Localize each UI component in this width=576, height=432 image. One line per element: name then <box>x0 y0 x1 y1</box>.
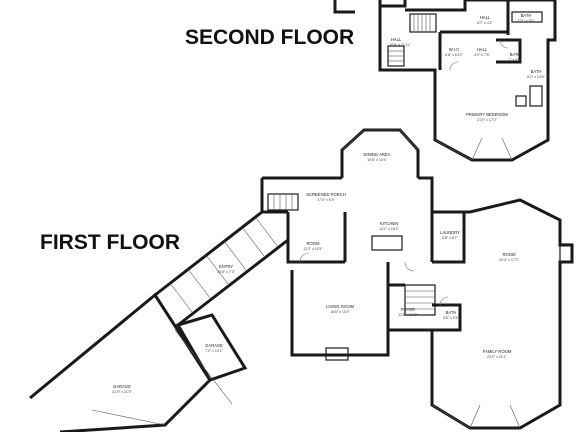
room-label: BATH <box>531 69 542 74</box>
room-label: ENTRY <box>219 264 233 269</box>
room-dimensions: 7'2" x 13'1" <box>205 349 223 353</box>
room-dimensions: 11'3" x 11'5" <box>303 247 323 251</box>
wall <box>433 78 550 162</box>
wall <box>380 0 407 8</box>
wall <box>260 178 288 214</box>
wall <box>290 262 390 357</box>
door-swing <box>449 61 459 71</box>
room-label: LAUNDRY <box>440 230 460 235</box>
wall <box>378 6 437 78</box>
room-dimensions: 13'1" x 16'2" <box>379 227 399 231</box>
room-label: PRIMARY BEDROOM <box>466 112 508 117</box>
room-dimensions: 6'8" x 6'10" <box>445 53 463 57</box>
wall <box>286 212 345 264</box>
wall <box>418 176 434 262</box>
room-dimensions: 5'8" x 5'6" <box>443 316 459 320</box>
room-label: FAMILY ROOM <box>483 349 512 354</box>
room-label: HALL <box>477 47 488 52</box>
wall <box>177 238 289 327</box>
first-floor-plan <box>29 128 574 432</box>
fireplace <box>559 243 573 263</box>
room-dimensions: 7'11" x 5'0" <box>517 19 535 23</box>
door-swing <box>499 39 509 49</box>
fireplace <box>325 347 349 361</box>
room-label: DINING AREA <box>364 152 391 157</box>
room-label: HALL <box>391 37 402 42</box>
door-swing <box>439 296 449 306</box>
kitchen-island <box>371 235 403 251</box>
room-dimensions: 10'6" x 10'4" <box>367 158 387 162</box>
room-label: SCREENED PORCH <box>306 192 346 197</box>
room-dimensions: 23'0" x 21'1" <box>487 355 507 359</box>
first-floor-title: FIRST FLOOR <box>40 231 180 254</box>
second-floor-plan <box>333 0 557 162</box>
room-label: W.I.C <box>449 47 459 52</box>
room-dimensions: 12'8" x 10'9" <box>398 313 418 317</box>
wall <box>333 0 355 14</box>
wall <box>465 0 557 78</box>
wall <box>496 38 522 64</box>
wall <box>432 210 466 264</box>
room-dimensions: 21'0" x 17'2" <box>477 118 497 122</box>
room-label: BATH <box>446 310 457 315</box>
room-label: BATH <box>521 13 532 18</box>
room-dimensions: 4'3" x 7'6" <box>474 53 490 57</box>
foyer-stairs <box>404 284 436 316</box>
room-label: HALL <box>480 15 491 20</box>
room-label: FOYER <box>401 307 415 312</box>
room-label: GARAGE <box>205 343 223 348</box>
wall <box>29 292 212 432</box>
second-floor-title: SECOND FLOOR <box>185 26 354 49</box>
room-label: KITCHEN <box>380 221 398 226</box>
door-swing <box>299 252 310 263</box>
room-dimensions: 6'2" x 14'6" <box>527 75 545 79</box>
porch-stairs <box>267 193 299 211</box>
bathtub <box>511 11 543 23</box>
room-dimensions: 31'0" x 21'5" <box>112 390 132 394</box>
entry-ramp <box>154 210 289 327</box>
wall <box>432 303 462 332</box>
room-dimensions: 8'7" x 4'1" <box>477 21 493 25</box>
room-label: ROOM <box>306 241 320 246</box>
wall <box>405 0 467 12</box>
room-dimensions: 23'4" x 17'2" <box>499 258 519 262</box>
room-dimensions: 16'8" x 15'4" <box>330 310 350 314</box>
room-dimensions: 5'8" x 8'7" <box>442 236 458 240</box>
room-label: LIVING ROOM <box>326 304 354 309</box>
shower <box>515 95 527 107</box>
room-dimensions: 10'9" x 11'11" <box>389 43 411 47</box>
wall <box>154 210 263 297</box>
bath-vanity <box>529 85 543 107</box>
room-dimensions: 7' x 5'5" <box>509 58 522 62</box>
door-swing <box>404 261 415 272</box>
room-dimensions: 17'0" x 6'9" <box>317 198 335 202</box>
room-label: GARAGE <box>113 384 131 389</box>
wall <box>430 320 562 430</box>
room-label: ROOM <box>502 252 516 257</box>
room-label: BATH <box>510 52 521 57</box>
stairs-second-floor <box>387 13 437 67</box>
room-dimensions: 20'8" x 7'3" <box>217 270 235 274</box>
